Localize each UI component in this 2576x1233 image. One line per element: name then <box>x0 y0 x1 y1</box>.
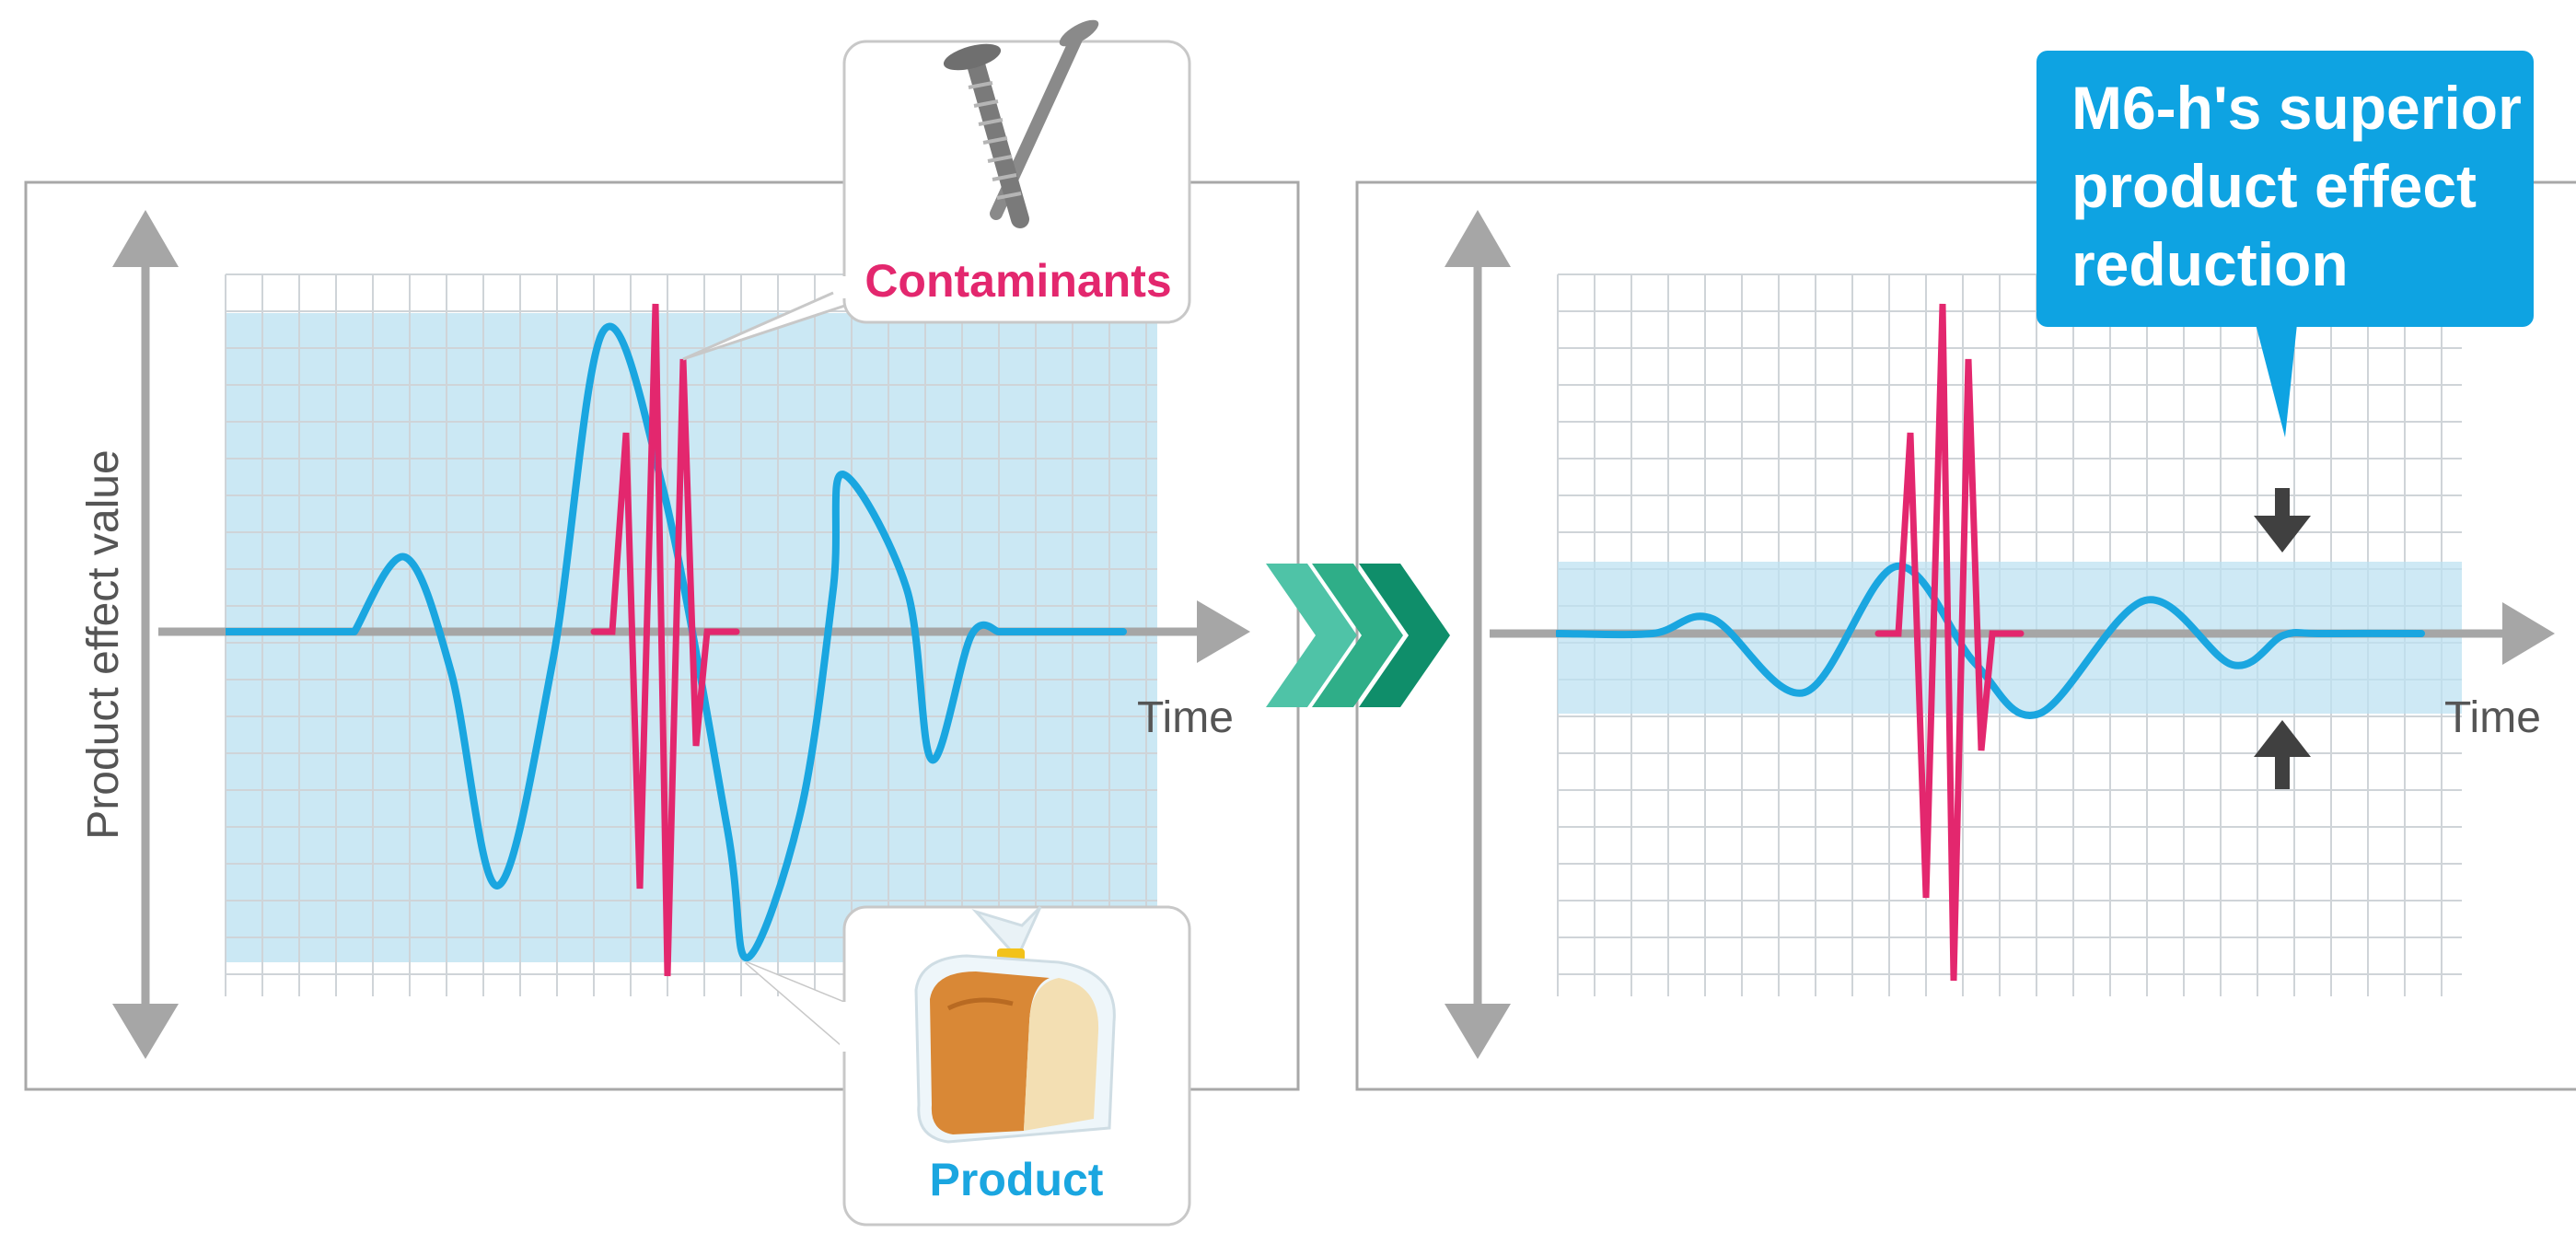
x-axis-label-after: Time <box>2444 693 2541 742</box>
product-wave-before <box>226 322 1127 961</box>
bread-loaf-icon <box>914 905 1116 1144</box>
contaminant-spike-after <box>1874 303 2025 982</box>
contaminants-callout: Contaminants <box>682 19 1191 361</box>
contaminant-spike-before <box>590 303 740 977</box>
highlight-line-1: M6-h's superior <box>2071 74 2522 142</box>
reduction-highlight-box <box>2036 51 2534 327</box>
reduction-arrow-up-icon <box>2254 720 2311 789</box>
product-label: Product <box>930 1154 1104 1205</box>
product-callout: Product <box>745 905 1191 1227</box>
panel-before: Product effect value Time <box>24 180 1300 1091</box>
screw-and-nail-icon <box>943 19 1099 228</box>
x-axis-label-before: Time <box>1137 693 1234 742</box>
y-axis-before <box>112 210 179 1059</box>
panel-after: Time <box>1355 180 2576 1091</box>
highlight-line-2: product effect <box>2071 152 2477 220</box>
reduction-highlight-callout: M6-h's superior product effect reduction <box>2036 51 2534 437</box>
reduction-arrow-down-icon <box>2254 488 2311 553</box>
highlight-line-3: reduction <box>2071 230 2349 298</box>
y-axis-after <box>1445 210 1511 1059</box>
reduction-highlight-pointer <box>2256 324 2297 437</box>
contaminants-label: Contaminants <box>864 255 1171 307</box>
y-axis-label: Product effect value <box>79 449 128 839</box>
triple-chevron-arrow-icon <box>1266 564 1450 707</box>
